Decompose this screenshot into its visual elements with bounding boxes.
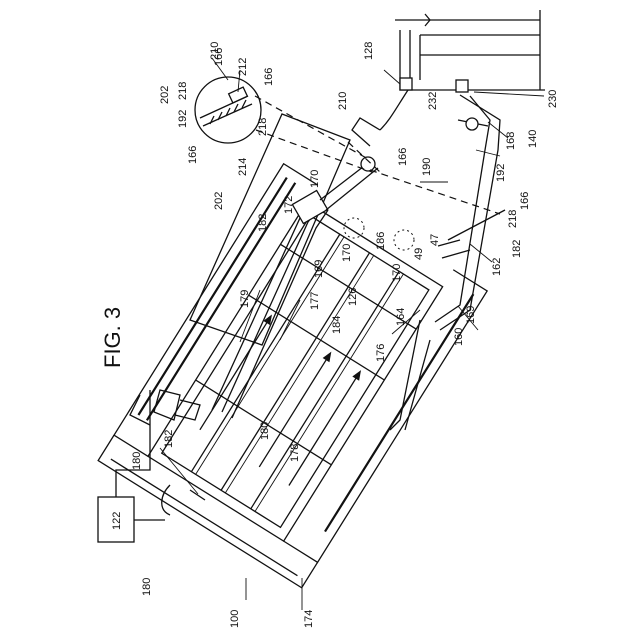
label-210-b: 210 [337, 92, 349, 110]
label-182-a: 182 [163, 430, 175, 448]
label-218-c: 218 [507, 210, 519, 228]
engine-structure-upper-right [352, 10, 545, 330]
label-169-a: 169 [313, 260, 325, 278]
label-190: 190 [421, 158, 433, 176]
label-192-b: 192 [495, 164, 507, 182]
label-176: 176 [375, 344, 387, 362]
label-210-a: 210 [209, 42, 221, 60]
label-182-c: 182 [511, 240, 523, 258]
label-179: 179 [239, 290, 251, 308]
figure-title: FIG. 3 [100, 307, 125, 368]
label-128: 128 [363, 42, 375, 60]
label-47: 47 [429, 234, 441, 246]
label-160: 160 [453, 328, 465, 346]
label-174: 174 [303, 610, 315, 628]
label-166-c: 166 [187, 146, 199, 164]
label-218-b: 218 [257, 118, 269, 136]
label-184: 184 [331, 316, 343, 334]
label-100: 100 [229, 610, 241, 628]
outer-body [390, 210, 505, 430]
label-180-c: 180 [259, 422, 271, 440]
detail-circle [195, 77, 372, 172]
label-140: 140 [527, 130, 539, 148]
label-178: 178 [289, 444, 301, 462]
label-170-c: 170 [391, 264, 403, 282]
combustor-assembly [98, 164, 487, 588]
label-172: 172 [283, 196, 295, 214]
label-177: 177 [309, 292, 321, 310]
label-232: 232 [427, 92, 439, 110]
label-202-b: 202 [213, 192, 225, 210]
label-49: 49 [413, 248, 425, 260]
label-218-a: 218 [177, 82, 189, 100]
label-186: 186 [375, 232, 387, 250]
label-182-b: 182 [257, 214, 269, 232]
label-122: 122 [111, 512, 123, 530]
reference-labels: 100 174 122 180 180 180 182 182 182 178 … [111, 42, 559, 628]
label-170-a: 170 [309, 170, 321, 188]
label-214: 214 [237, 158, 249, 176]
label-168: 168 [505, 132, 517, 150]
label-180-a: 180 [141, 578, 153, 596]
label-170-b: 170 [341, 244, 353, 262]
fuel-tube [212, 157, 378, 418]
label-180-b: 180 [131, 452, 143, 470]
label-126: 126 [347, 288, 359, 306]
label-166-e: 166 [519, 192, 531, 210]
label-192-a: 192 [177, 110, 189, 128]
label-230: 230 [547, 90, 559, 108]
label-212: 212 [237, 58, 249, 76]
label-166-d: 166 [397, 148, 409, 166]
label-162: 162 [491, 258, 503, 276]
bracket-202 [190, 114, 350, 345]
label-202-a: 202 [159, 86, 171, 104]
label-166-b: 166 [263, 68, 275, 86]
